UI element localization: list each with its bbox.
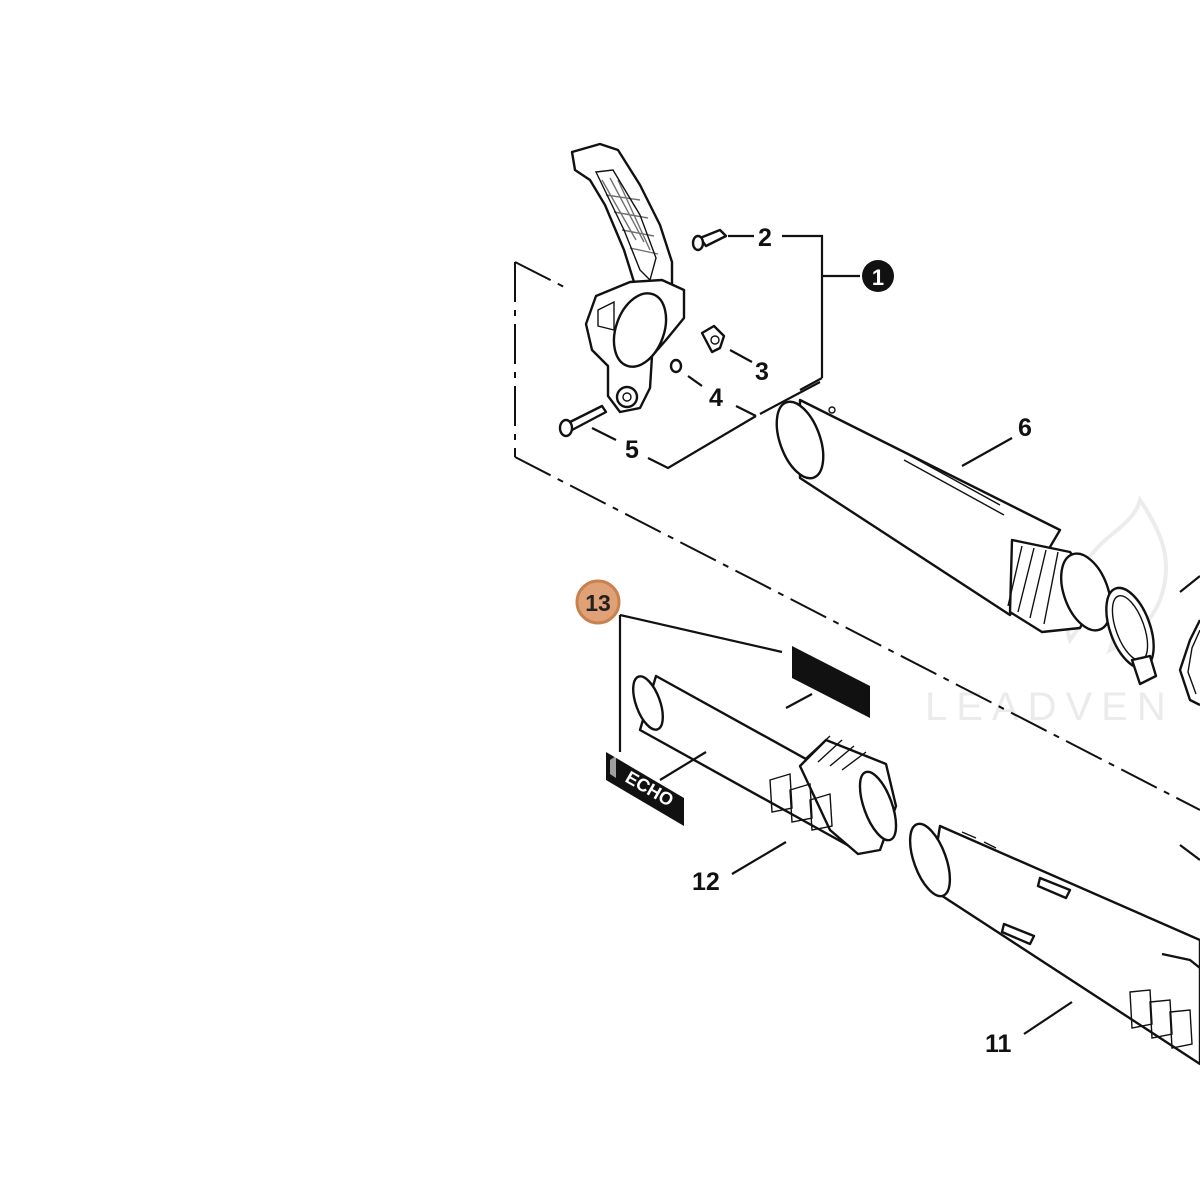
handle-part — [570, 142, 686, 414]
callout-11: 11 — [985, 1030, 1012, 1058]
black-decal — [792, 646, 870, 718]
callout-2-number: 2 — [758, 224, 772, 252]
callout-4-number: 4 — [709, 384, 723, 412]
wing-nut-part — [700, 324, 726, 354]
callout-1-marker — [862, 260, 894, 292]
callout-13-number: 13 — [585, 590, 611, 616]
callout-3: 3 — [755, 358, 769, 386]
callout-13: 13 — [575, 579, 621, 625]
bolt-part — [691, 228, 728, 252]
callout-2: 2 — [758, 224, 772, 252]
callout-4: 4 — [709, 384, 723, 412]
callout-1-number: 1 — [872, 265, 884, 290]
echo-decal: ECHO — [606, 752, 684, 826]
watermark: LEADVEN — [925, 495, 1175, 729]
callout-3-number: 3 — [755, 358, 769, 386]
callout-5-number: 5 — [625, 436, 639, 464]
watermark-text: LEADVEN — [925, 685, 1175, 729]
callout-5: 5 — [625, 436, 639, 464]
pipe-lower-part — [908, 822, 1200, 1066]
edge-part — [1178, 575, 1200, 861]
callout-11-number: 11 — [985, 1030, 1012, 1058]
assembly-frame — [514, 261, 1200, 811]
screw-part — [558, 404, 608, 438]
leader-lines — [591, 234, 1073, 1035]
washer-part — [669, 358, 683, 374]
clamp-part — [1105, 586, 1158, 686]
callout-6-number: 6 — [1018, 414, 1032, 442]
callout-1: 1 — [862, 260, 894, 292]
callout-13-marker — [575, 579, 621, 625]
pipe-upper-part — [775, 398, 1112, 634]
callout-12: 12 — [692, 868, 720, 896]
callout-6: 6 — [1018, 414, 1032, 442]
pipe-middle-part — [632, 674, 898, 856]
callout-12-number: 12 — [692, 868, 720, 896]
